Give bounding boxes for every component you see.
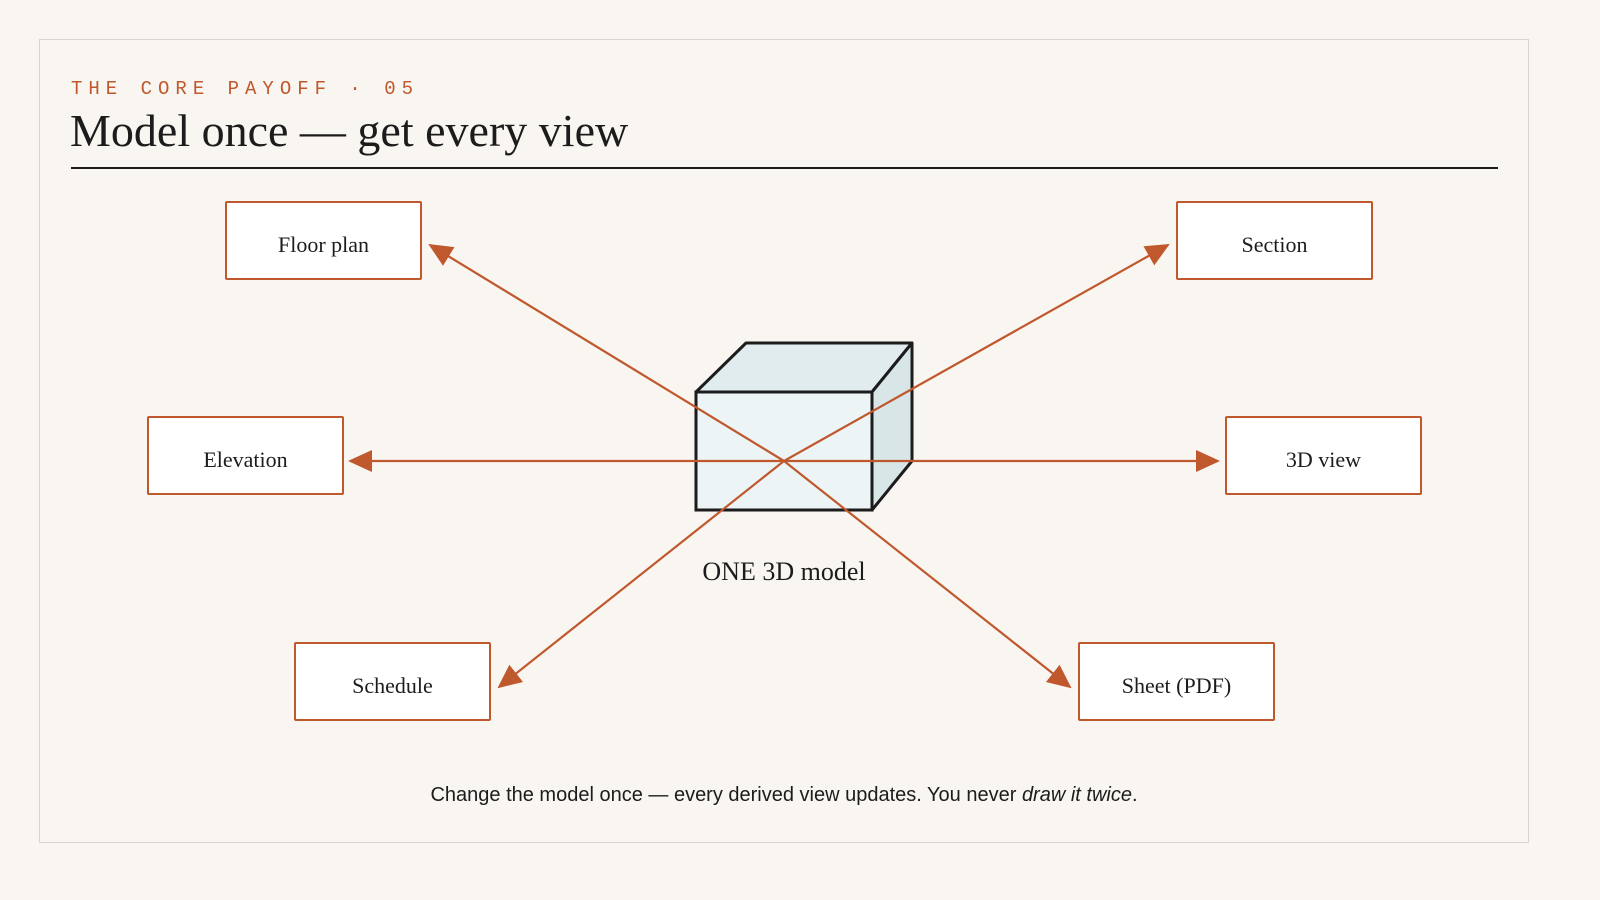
- node-schedule: Schedule: [294, 642, 491, 721]
- page-title: Model once — get every view: [70, 105, 629, 156]
- node-3d-view: 3D view: [1225, 416, 1422, 495]
- caption-lead: Change the model once — every derived vi…: [430, 784, 1022, 806]
- node-section: Section: [1176, 201, 1373, 280]
- node-sheet-pdf: Sheet (PDF): [1078, 642, 1275, 721]
- arrow-to-schedule: [497, 460, 785, 689]
- title-divider: [71, 167, 1498, 169]
- cube-front-face: [694, 390, 874, 512]
- node-floor-plan: Floor plan: [225, 201, 422, 280]
- caption-emphasis: draw it twice: [1021, 784, 1132, 806]
- arrow-to-sheet-pdf: [783, 460, 1072, 689]
- slide-frame: [39, 39, 1529, 843]
- arrow-to-floor-plan: [428, 243, 785, 462]
- eyebrow-label: THE CORE PAYOFF · 05: [71, 78, 420, 100]
- footer-caption: Change the model once — every derived vi…: [0, 784, 1568, 807]
- arrow-to-section: [783, 244, 1170, 462]
- node-elevation: Elevation: [147, 416, 344, 495]
- caption-trail: .: [1131, 784, 1138, 806]
- center-model-label: ONE 3D model: [702, 557, 866, 586]
